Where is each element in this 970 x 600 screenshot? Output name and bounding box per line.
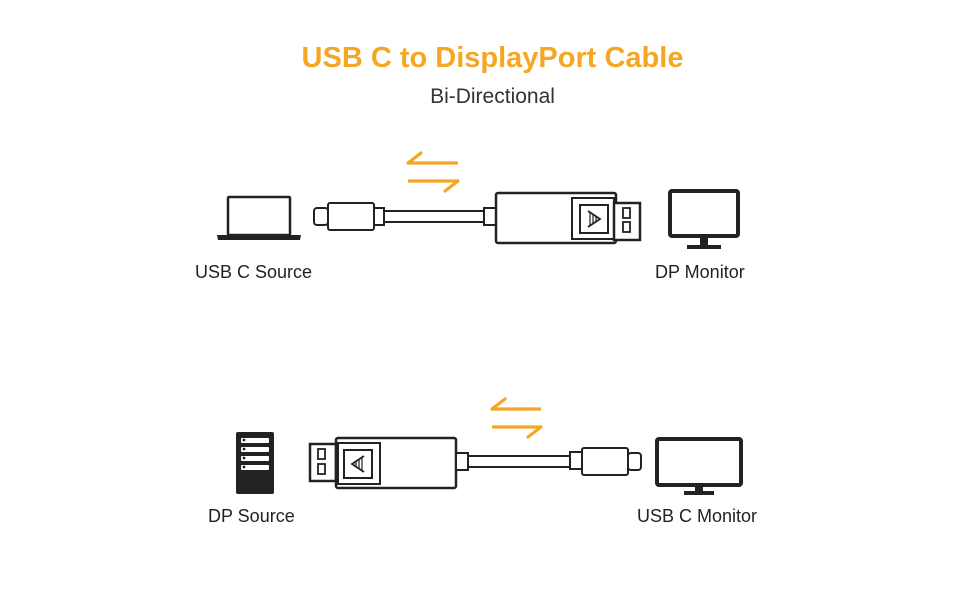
row-2-source-label: DP Source [208, 506, 295, 526]
row-2-monitor-icon [655, 437, 743, 495]
row-2-displayport-plug-icon [308, 436, 458, 490]
diagram-title: USB C to DisplayPort Cable [301, 42, 684, 74]
row-2-cable-icon [455, 452, 571, 471]
row-1-source-label: USB C Source [195, 262, 313, 282]
row-2-bidirectional-arrows-icon [490, 397, 543, 439]
row-1-laptop-icon [217, 195, 301, 240]
row-1-bidirectional-arrows-icon [406, 151, 460, 193]
row-2-usb-c-plug-icon [569, 447, 642, 476]
row-1-usb-c-plug-icon [313, 202, 385, 231]
row-1-displayport-plug-icon [494, 191, 642, 245]
diagram-subtitle: Bi-Directional [430, 85, 555, 108]
row-1-monitor-icon [668, 189, 740, 249]
row-1-target-label: DP Monitor [655, 262, 745, 282]
row-2-target-label: USB C Monitor [637, 506, 758, 526]
row-2-server-tower-icon [236, 432, 274, 494]
row-1-cable-icon [383, 207, 497, 226]
